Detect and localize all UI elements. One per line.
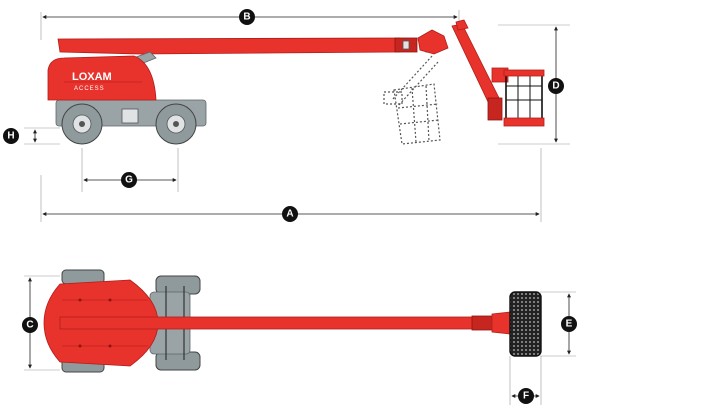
side-view: LOXAM ACCESS (24, 10, 570, 222)
svg-text:D: D (552, 81, 559, 92)
label-d: D (548, 78, 564, 94)
jib-and-basket (417, 19, 545, 127)
svg-text:H: H (7, 131, 14, 142)
svg-text:B: B (243, 12, 250, 23)
rear-wheel (61, 103, 103, 145)
svg-text:G: G (125, 175, 133, 186)
ghost-jib-position (383, 35, 441, 145)
svg-text:E: E (566, 319, 573, 330)
svg-text:A: A (286, 209, 293, 220)
front-wheel (155, 103, 197, 145)
svg-text:F: F (523, 391, 529, 402)
basket (503, 69, 545, 127)
label-c: C (22, 317, 38, 333)
boom-top (59, 316, 493, 330)
basket-top (509, 291, 542, 357)
label-b: B (239, 9, 255, 25)
brand-sub: ACCESS (74, 86, 105, 92)
top-view (24, 269, 576, 405)
label-f: F (518, 388, 534, 404)
label-g: G (121, 172, 137, 188)
label-e: E (561, 316, 577, 332)
brand-name: LOXAM (72, 71, 112, 83)
label-a: A (282, 206, 298, 222)
top-wheel-front-left (155, 275, 201, 295)
svg-text:C: C (26, 320, 33, 331)
label-h: H (3, 128, 19, 144)
top-wheel-front-right (155, 351, 201, 371)
